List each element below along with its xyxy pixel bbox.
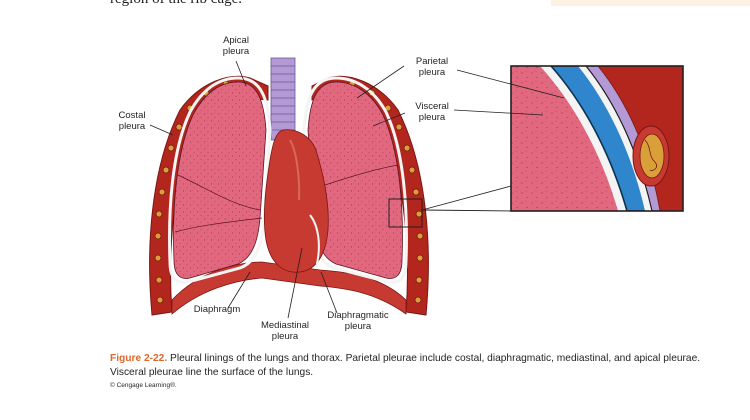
heart-highlight bbox=[289, 139, 301, 201]
rib-cage-right bbox=[311, 75, 429, 316]
label-diaphragm: Diaphragm bbox=[193, 304, 241, 315]
sidebar-box-edge bbox=[551, 0, 750, 6]
visceral-leader-inset bbox=[453, 109, 544, 116]
parietal-leader-lung bbox=[356, 65, 405, 99]
pleura-diagram bbox=[149, 57, 684, 319]
label-visceral-pleura: Visceral pleura bbox=[415, 101, 449, 123]
mediastinal-leader bbox=[287, 247, 303, 319]
inset-connector-bottom bbox=[421, 209, 512, 212]
left-lung-pleura bbox=[168, 76, 272, 284]
inset-connector-top bbox=[421, 185, 512, 211]
left-lung-fissure-2 bbox=[177, 174, 261, 211]
right-lung-pleura bbox=[302, 76, 408, 284]
diaphragm bbox=[171, 261, 407, 315]
inset-frame bbox=[510, 65, 684, 212]
trachea bbox=[270, 57, 296, 141]
detail-box bbox=[388, 198, 423, 228]
heart bbox=[263, 129, 329, 273]
costal-leader bbox=[149, 124, 174, 136]
left-lung-fissure bbox=[174, 217, 263, 233]
label-parietal-pleura: Parietal pleura bbox=[415, 56, 449, 78]
figure-caption: Figure 2-22. Pleural linings of the lung… bbox=[110, 352, 710, 380]
copyright-credit: © Cengage Learning®. bbox=[110, 382, 177, 389]
visceral-leader-lung bbox=[372, 112, 406, 127]
right-lung bbox=[307, 81, 403, 279]
label-apical-pleura: Apical pleura bbox=[222, 35, 250, 57]
parietal-leader-inset bbox=[456, 69, 565, 99]
body-text-fragment: region of the rib cage. bbox=[110, 0, 242, 8]
mediastinal-pleura-line bbox=[309, 214, 320, 269]
label-mediastinal-pleura: Mediastinal pleura bbox=[260, 320, 310, 342]
caption-text: Pleural linings of the lungs and thorax.… bbox=[110, 353, 701, 378]
label-costal-pleura: Costal pleura bbox=[118, 110, 146, 132]
apical-leader bbox=[235, 60, 247, 87]
left-lung bbox=[173, 81, 267, 279]
diaphragm-leader bbox=[227, 271, 251, 309]
figure-number: Figure 2-22. bbox=[110, 353, 168, 364]
diaphragmatic-leader bbox=[320, 271, 338, 314]
inset-detail bbox=[511, 66, 683, 211]
label-diaphragmatic-pleura: Diaphragmatic pleura bbox=[327, 310, 389, 332]
